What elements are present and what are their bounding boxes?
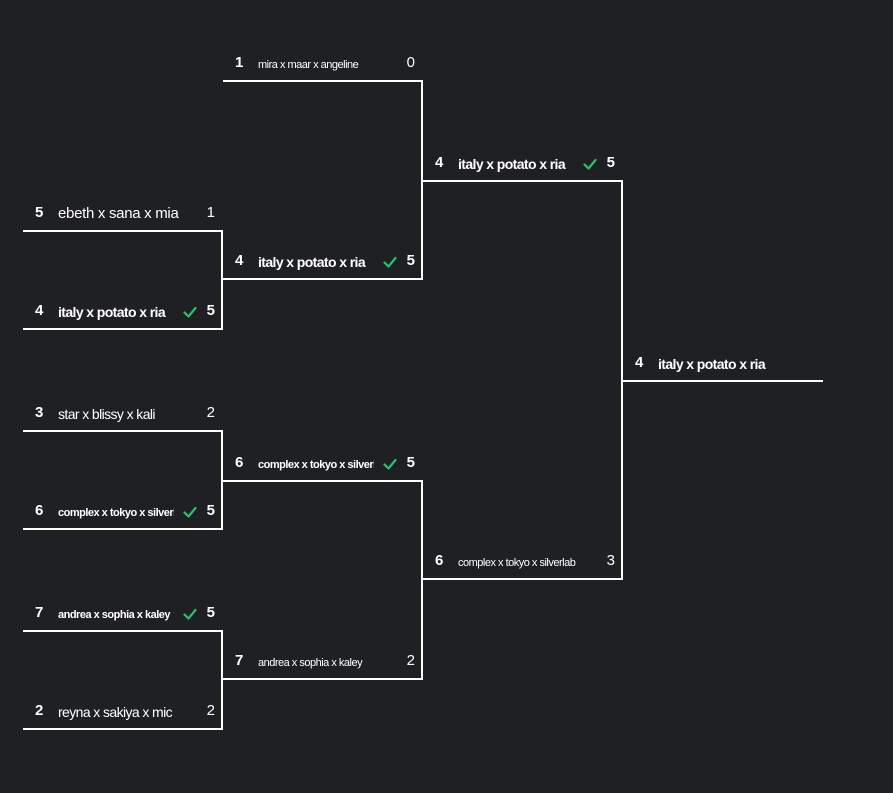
team-score: 2 bbox=[206, 702, 215, 719]
seed-number: 1 bbox=[235, 54, 244, 71]
team-score: 5 bbox=[206, 502, 215, 519]
slot-line bbox=[23, 528, 223, 530]
team-name: mira x maar x angeline bbox=[258, 59, 359, 71]
team-name: star x blissy x kali bbox=[58, 406, 156, 422]
team-name: reyna x sakiya x mic bbox=[58, 704, 173, 720]
bracket-slot-r0-1[interactable]: 5 ebeth x sana x mia 1 bbox=[23, 200, 223, 232]
slot-line bbox=[23, 328, 223, 330]
team-name: complex x tokyo x silverlab bbox=[458, 557, 576, 569]
slot-line bbox=[423, 578, 623, 580]
team-name: complex x tokyo x silverlab bbox=[58, 507, 174, 519]
team-name: italy x potato x ria bbox=[658, 356, 766, 372]
winner-check-icon bbox=[583, 158, 597, 170]
connector-line bbox=[421, 80, 423, 280]
slot-line bbox=[23, 728, 223, 730]
bracket-slot-r1-2[interactable]: 4 italy x potato x ria 5 bbox=[223, 248, 423, 280]
slot-line bbox=[223, 480, 423, 482]
seed-number: 7 bbox=[235, 652, 244, 669]
winner-check-icon bbox=[383, 458, 397, 470]
team-score: 5 bbox=[206, 302, 215, 319]
seed-number: 4 bbox=[35, 302, 44, 319]
slot-line bbox=[623, 380, 823, 382]
team-name: italy x potato x ria bbox=[258, 254, 366, 270]
winner-check-icon bbox=[383, 256, 397, 268]
slot-line bbox=[23, 630, 223, 632]
slot-line bbox=[223, 278, 423, 280]
bracket-slot-final[interactable]: 4 italy x potato x ria bbox=[623, 350, 823, 382]
team-name: andrea x sophia x kaley bbox=[58, 609, 171, 621]
team-score: 2 bbox=[406, 652, 415, 669]
team-name: italy x potato x ria bbox=[58, 304, 166, 320]
bracket-slot-r2-2[interactable]: 6 complex x tokyo x silverlab 3 bbox=[423, 548, 623, 580]
team-score: 3 bbox=[606, 552, 615, 569]
seed-number: 7 bbox=[35, 604, 44, 621]
bracket-slot-r0-6[interactable]: 2 reyna x sakiya x mic 2 bbox=[23, 698, 223, 730]
bracket-slot-r0-5[interactable]: 7 andrea x sophia x kaley 5 bbox=[23, 600, 223, 632]
bracket-slot-r1-4[interactable]: 7 andrea x sophia x kaley 2 bbox=[223, 648, 423, 680]
connector-line bbox=[221, 430, 223, 530]
seed-number: 4 bbox=[635, 354, 644, 371]
team-name: ebeth x sana x mia bbox=[58, 205, 179, 222]
team-score: 0 bbox=[406, 54, 415, 71]
bracket-slot-r2-1[interactable]: 4 italy x potato x ria 5 bbox=[423, 150, 623, 182]
seed-number: 4 bbox=[435, 154, 444, 171]
bracket-slot-r0-2[interactable]: 4 italy x potato x ria 5 bbox=[23, 298, 223, 330]
team-name: andrea x sophia x kaley bbox=[258, 657, 363, 669]
connector-line bbox=[221, 630, 223, 730]
slot-line bbox=[223, 678, 423, 680]
team-score: 5 bbox=[606, 154, 615, 171]
team-name: complex x tokyo x silverlab bbox=[258, 459, 374, 471]
seed-number: 2 bbox=[35, 702, 44, 719]
winner-check-icon bbox=[183, 506, 197, 518]
seed-number: 5 bbox=[35, 204, 44, 221]
bracket-slot-r0-4[interactable]: 6 complex x tokyo x silverlab 5 bbox=[23, 498, 223, 530]
team-score: 2 bbox=[206, 404, 215, 421]
slot-line bbox=[223, 80, 423, 82]
connector-line bbox=[221, 230, 223, 330]
team-score: 5 bbox=[406, 454, 415, 471]
connector-line bbox=[621, 180, 623, 580]
bracket-slot-r1-3[interactable]: 6 complex x tokyo x silverlab 5 bbox=[223, 450, 423, 482]
seed-number: 6 bbox=[435, 552, 444, 569]
team-score: 1 bbox=[206, 204, 215, 221]
slot-line bbox=[23, 230, 223, 232]
slot-line bbox=[423, 180, 623, 182]
team-name: italy x potato x ria bbox=[458, 156, 566, 172]
winner-check-icon bbox=[183, 608, 197, 620]
seed-number: 3 bbox=[35, 404, 44, 421]
team-score: 5 bbox=[206, 604, 215, 621]
bracket-slot-r0-3[interactable]: 3 star x blissy x kali 2 bbox=[23, 400, 223, 432]
team-score: 5 bbox=[406, 252, 415, 269]
seed-number: 4 bbox=[235, 252, 244, 269]
winner-check-icon bbox=[183, 306, 197, 318]
bracket-slot-r1-1[interactable]: 1 mira x maar x angeline 0 bbox=[223, 50, 423, 82]
connector-line bbox=[421, 480, 423, 680]
seed-number: 6 bbox=[235, 454, 244, 471]
slot-line bbox=[23, 430, 223, 432]
seed-number: 6 bbox=[35, 502, 44, 519]
